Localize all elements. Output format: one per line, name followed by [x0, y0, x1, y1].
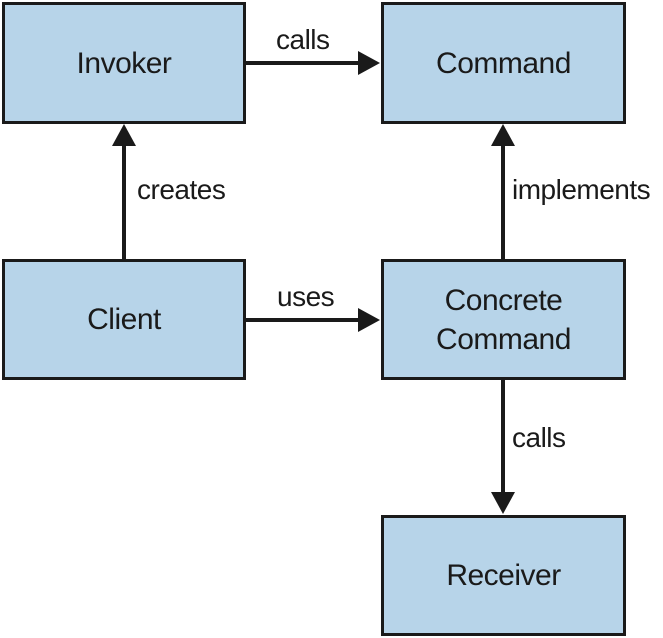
edge-client-uses-concrete — [246, 308, 380, 332]
arrowhead-right-icon — [358, 308, 380, 332]
edge-label-calls-bottom: calls — [512, 422, 566, 453]
edge-label-uses: uses — [277, 281, 335, 312]
receiver-label: Receiver — [446, 559, 561, 592]
edge-label-calls-top: calls — [276, 24, 330, 55]
client-box: Client — [2, 259, 246, 380]
receiver-box: Receiver — [381, 515, 626, 636]
arrowhead-up-icon — [491, 124, 515, 146]
edge-concrete-calls-receiver — [491, 380, 515, 514]
edge-invoker-calls-command — [246, 51, 380, 75]
client-label: Client — [87, 303, 161, 336]
edge-label-implements: implements — [512, 174, 651, 205]
edge-client-creates-invoker — [112, 124, 136, 259]
arrowhead-right-icon — [358, 51, 380, 75]
edge-label-creates: creates — [137, 174, 226, 205]
concrete-command-label: Concrete Command — [436, 283, 571, 356]
command-label: Command — [436, 46, 571, 80]
concrete-command-box: Concrete Command — [381, 259, 626, 380]
command-box: Command — [381, 2, 626, 124]
arrowhead-down-icon — [491, 492, 515, 514]
edge-concrete-implements-command — [491, 124, 515, 259]
invoker-label: Invoker — [76, 46, 172, 80]
arrowhead-up-icon — [112, 124, 136, 146]
invoker-box: Invoker — [2, 2, 246, 124]
